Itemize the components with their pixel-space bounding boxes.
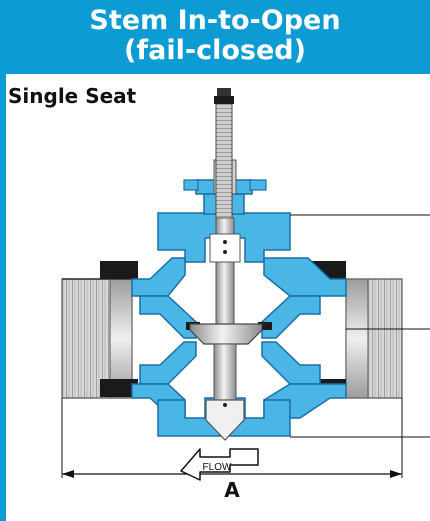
- valve-plug: [189, 323, 263, 441]
- right-end-connection: [345, 278, 403, 399]
- flow-label: FLOW: [203, 462, 232, 473]
- left-accent-bar: [0, 74, 6, 521]
- title-line-1: Stem In-to-Open: [89, 5, 341, 36]
- title-line-2: (fail-closed): [124, 35, 306, 66]
- stem-threads: [214, 88, 234, 219]
- dimension-a: [61, 398, 403, 478]
- leader-lines: [290, 214, 430, 438]
- subtitle: Single Seat: [8, 84, 137, 108]
- title-banner: Stem In-to-Open (fail-closed): [0, 0, 430, 74]
- flow-arrow: FLOW: [180, 448, 259, 481]
- valve-stem: [209, 217, 241, 331]
- dimension-a-label: A: [224, 478, 240, 502]
